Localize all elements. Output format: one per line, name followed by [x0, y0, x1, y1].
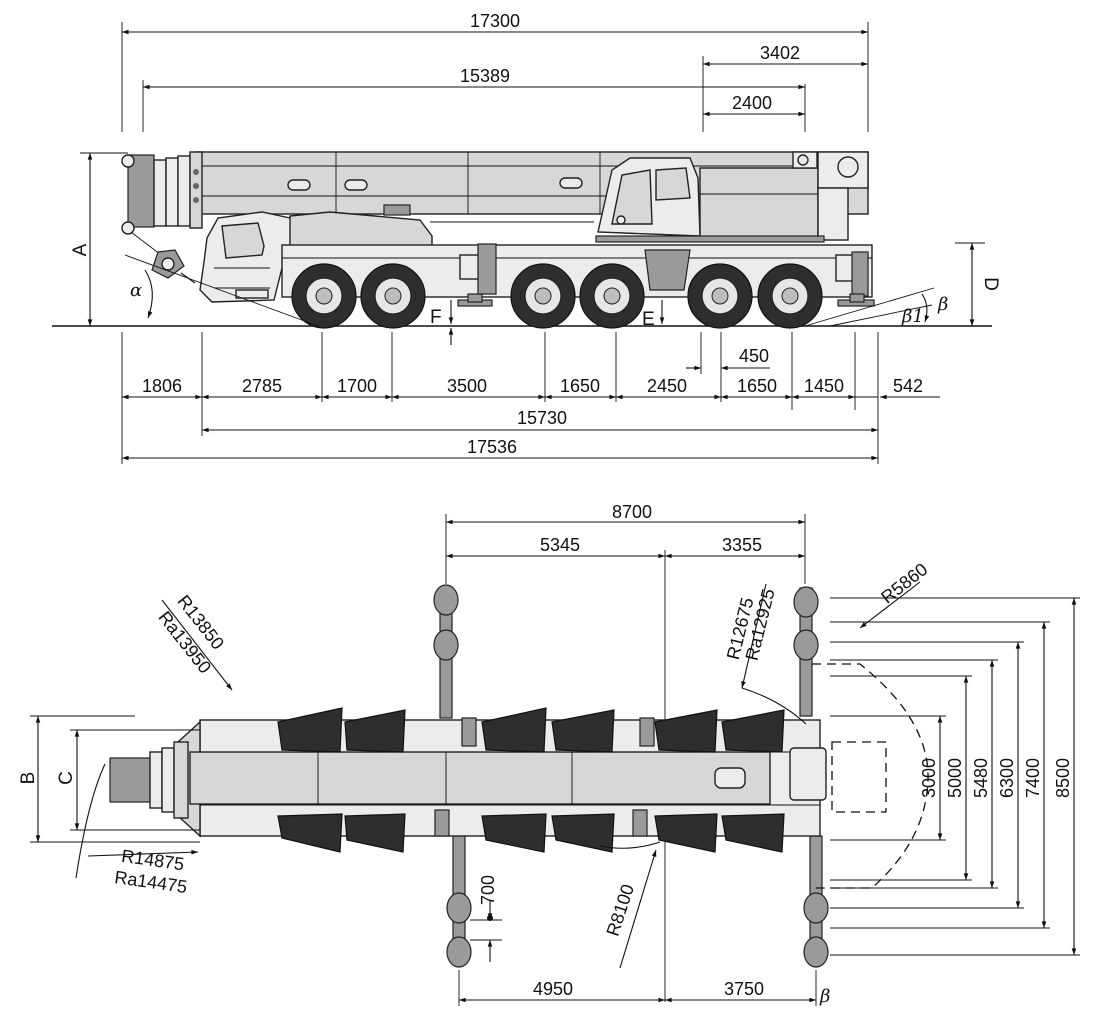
width-6300: 6300 [997, 758, 1017, 798]
dim-axle1-axle2: 1700 [337, 376, 377, 396]
width-8500: 8500 [1053, 758, 1073, 798]
dim-axle4-axle5: 2450 [647, 376, 687, 396]
label-c: C [56, 771, 77, 785]
outrigger-pads [433, 584, 829, 968]
angle-beta1: β1 [901, 306, 924, 327]
tail-swing-outline [812, 663, 929, 889]
dim-rear-overhang: 3402 [760, 43, 800, 63]
top-view: 8700 5345 3355 [18, 502, 1080, 1007]
dim-center-rear-outrigger-bottom: 3750 [724, 979, 764, 999]
angle-beta: β [937, 294, 948, 315]
dim-boom-length: 15389 [460, 66, 510, 86]
radius-tail-swing: R5860 [877, 559, 931, 607]
dim-front-to-axle1: 2785 [242, 376, 282, 396]
angle-alpha: α [130, 280, 142, 301]
boom-head [127, 154, 155, 228]
label-f: F [430, 307, 442, 328]
dim-axle6-rear: 1450 [804, 376, 844, 396]
hook-block [151, 249, 196, 284]
dim-front-outrigger-center: 5345 [540, 535, 580, 555]
side-wheels [291, 263, 823, 329]
width-7400: 7400 [1023, 758, 1043, 798]
dim-outrigger-span: 8700 [612, 502, 652, 522]
dim-axle5-axle6: 1650 [737, 376, 777, 396]
dim-center-rear-outrigger: 3355 [722, 535, 762, 555]
label-a: A [70, 243, 91, 256]
dim-overall-chassis: 15730 [517, 408, 567, 428]
label-b: B [18, 772, 39, 785]
counterweight-outline [831, 741, 887, 813]
width-5000: 5000 [945, 758, 965, 798]
top-boom [189, 751, 771, 805]
dim-axle3-axle4: 1650 [560, 376, 600, 396]
label-e: E [642, 309, 655, 330]
width-5480: 5480 [971, 758, 991, 798]
counterweight-block [699, 167, 819, 241]
dim-axle2-axle3: 3500 [447, 376, 487, 396]
width-dimensions: 3000 5000 5480 6300 7400 8500 [830, 597, 1080, 956]
dim-small-offset: 450 [739, 346, 769, 366]
radius-turning: R8100 [603, 882, 638, 939]
top-view-tyres [277, 707, 785, 853]
dim-counterweight: 2400 [732, 93, 772, 113]
label-d: D [980, 277, 1001, 291]
dim-overall-length: 17536 [467, 437, 517, 457]
top-boom-head [109, 757, 151, 803]
cab-window [221, 222, 265, 259]
pad-size: 700 [478, 875, 498, 905]
bottom-beta: β [819, 986, 830, 1007]
dim-overall-top: 17300 [470, 11, 520, 31]
dim-rear-tip: 542 [893, 376, 923, 396]
side-view: 17300 3402 15389 2400 A D [52, 11, 1001, 464]
dim-front-outrigger-center-bottom: 4950 [533, 979, 573, 999]
dim-front-overhang: 1806 [142, 376, 182, 396]
width-3000: 3000 [919, 758, 939, 798]
